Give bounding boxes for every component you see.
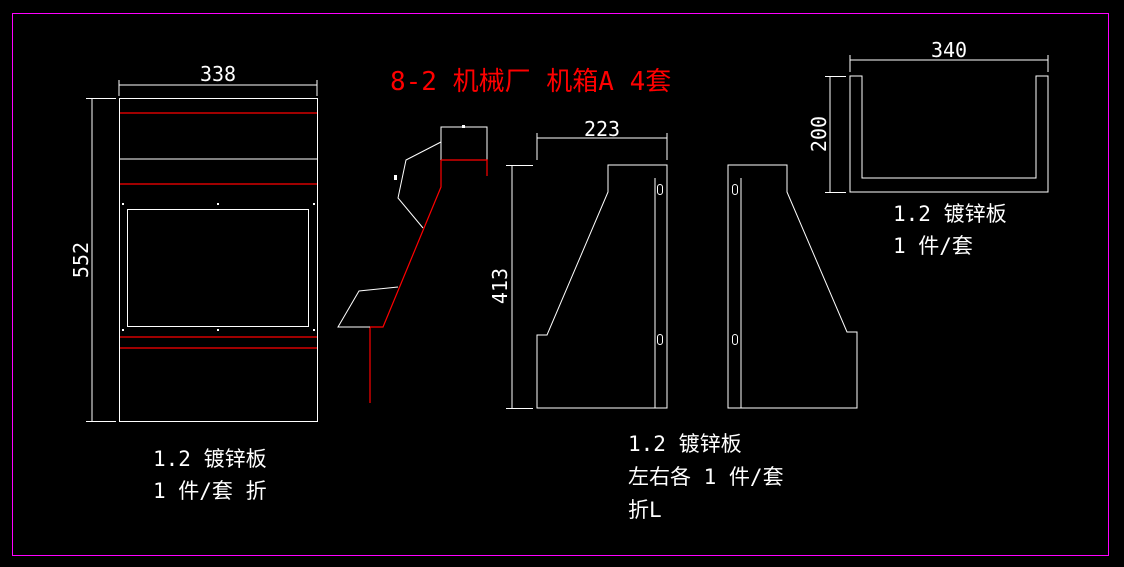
- front-height-label: 552: [69, 242, 93, 278]
- side-height-dimension: 413: [488, 165, 533, 409]
- front-width-dimension: 338: [118, 62, 318, 96]
- side-profile: [337, 125, 488, 403]
- channel-width-label: 340: [931, 38, 967, 62]
- front-height-dimension: 552: [69, 98, 116, 422]
- front-width-label: 338: [200, 62, 236, 86]
- side-note-qty: 左右各 1 件/套: [628, 465, 784, 489]
- side-width-dimension: 223: [536, 117, 668, 160]
- side-note-bend: 折L: [628, 498, 662, 522]
- front-note-qty: 1 件/套 折: [153, 479, 267, 503]
- u-channel: [849, 75, 1049, 193]
- channel-height-dimension: 200: [807, 76, 846, 193]
- side-height-label: 413: [488, 268, 512, 304]
- front-panel: [119, 98, 318, 422]
- side-width-label: 223: [584, 117, 620, 141]
- channel-note-qty: 1 件/套: [893, 234, 973, 258]
- side-panel-right: [727, 164, 858, 409]
- side-note-material: 1.2 镀锌板: [628, 432, 742, 456]
- front-opening: [127, 209, 309, 327]
- channel-width-dimension: 340: [849, 38, 1049, 72]
- drawing-border: [12, 13, 1109, 556]
- channel-note-material: 1.2 镀锌板: [893, 202, 1007, 226]
- front-note-material: 1.2 镀锌板: [153, 447, 267, 471]
- side-panel-left: [536, 164, 668, 409]
- drawing-title: 8-2 机械厂 机箱A 4套: [390, 67, 671, 97]
- channel-height-label: 200: [807, 116, 831, 152]
